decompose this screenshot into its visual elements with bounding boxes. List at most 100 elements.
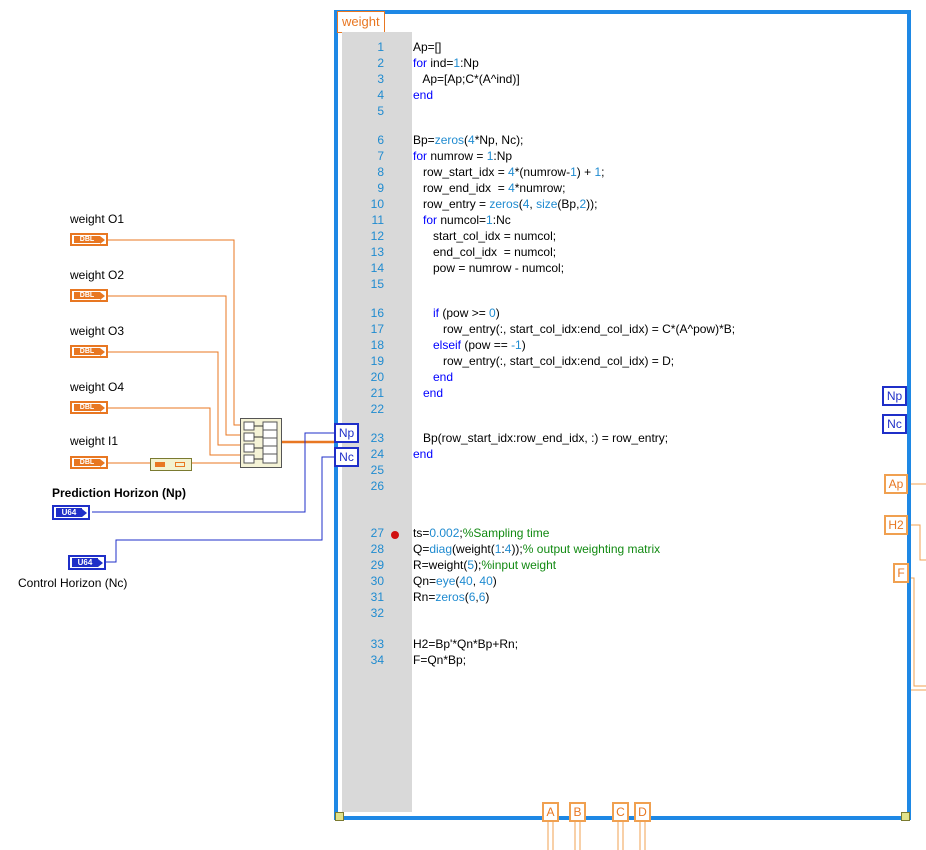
line-number: 13 [370,245,384,259]
output-np[interactable]: Np [882,386,907,406]
weight-o1-label: weight O1 [70,212,125,226]
code-line-28: Q=diag(weight(1:4));% output weighting m… [413,542,661,556]
line-number: 23 [370,431,384,445]
output-ap[interactable]: Ap [884,474,908,494]
weight-o4-control[interactable]: DBL [70,401,108,414]
code-line-2: for ind=1:Np [413,56,479,70]
line-number: 3 [377,72,384,86]
line-number: 12 [370,229,384,243]
input-np[interactable]: Np [334,423,359,443]
build-array-node[interactable] [240,418,282,468]
line-number: 22 [370,402,384,416]
wire-weight-o3 [108,351,240,446]
code-line-3: Ap=[Ap;C*(A^ind)] [413,72,520,86]
weight-o2-control[interactable]: DBL [70,289,108,302]
code-line-27: ts=0.002;%Sampling time [413,526,550,540]
code-line-13: end_col_idx = numcol; [413,245,557,259]
line-number: 18 [370,338,384,352]
code-line-33: H2=Bp'*Qn*Bp+Rn; [413,637,519,651]
line-number: 28 [370,542,384,556]
code-line-31: Rn=zeros(6,6) [413,590,490,604]
weight-o3-label: weight O3 [70,324,125,338]
build-array-icon [243,421,278,464]
output-f[interactable]: F [893,563,909,583]
output-nc[interactable]: Nc [882,414,907,434]
code-line-17: row_entry(:, start_col_idx:end_col_idx) … [413,322,736,336]
code-line-16: if (pow >= 0) [413,306,500,320]
line-number: 27 [370,526,384,540]
line-number: 10 [370,197,384,211]
wire-nc [106,456,334,563]
code-line-30: Qn=eye(40, 40) [413,574,497,588]
line-number: 20 [370,370,384,384]
code-line-9: row_end_idx = 4*numrow; [413,181,566,195]
code-line-1: Ap=[] [413,40,442,54]
corner-handle-bl[interactable] [335,812,344,821]
input-c[interactable]: C [612,802,629,822]
line-number: 2 [377,56,384,70]
output-h2[interactable]: H2 [884,515,908,535]
line-number: 14 [370,261,384,275]
line-number: 30 [370,574,384,588]
control-horizon-control[interactable]: U64 [68,555,106,570]
line-number: 7 [377,149,384,163]
line-number: 11 [371,213,384,227]
line-number: 29 [370,558,384,572]
input-d[interactable]: D [634,802,651,822]
wire-np [92,432,334,513]
line-number: 33 [370,637,384,651]
line-number: 32 [370,606,384,620]
line-number: 1 [377,40,384,54]
line-number: 21 [370,386,384,400]
line-number: 6 [377,133,384,147]
code-line-18: elseif (pow == -1) [413,338,526,352]
line-number: 19 [370,354,384,368]
breakpoint-icon[interactable] [391,531,399,539]
line-number-gutter [342,32,412,812]
line-number: 8 [377,165,384,179]
wire-weight-o1 [108,239,240,426]
node-title: weight [337,11,385,33]
mathscript-node[interactable] [334,10,911,820]
code-line-19: row_entry(:, start_col_idx:end_col_idx) … [413,354,675,368]
code-line-21: end [413,386,444,400]
line-number: 17 [370,322,384,336]
input-a[interactable]: A [542,802,559,822]
code-line-8: row_start_idx = 4*(numrow-1) + 1; [413,165,605,179]
weight-o1-control[interactable]: DBL [70,233,108,246]
line-number: 34 [370,653,384,667]
line-number: 4 [377,88,384,102]
code-line-7: for numrow = 1:Np [413,149,513,163]
line-number: 16 [370,306,384,320]
code-line-6: Bp=zeros(4*Np, Nc); [413,133,524,147]
code-line-11: for numcol=1:Nc [413,213,511,227]
code-line-29: R=weight(5);%input weight [413,558,557,572]
weight-o4-label: weight O4 [70,380,125,394]
line-number: 26 [370,479,384,493]
code-line-10: row_entry = zeros(4, size(Bp,2)); [413,197,598,211]
wire-weight-o2 [108,295,240,436]
code-line-34: F=Qn*Bp; [413,653,467,667]
code-line-14: pow = numrow - numcol; [413,261,565,275]
weight-i1-label: weight I1 [70,434,119,448]
weight-i1-control[interactable]: DBL [70,456,108,469]
weight-o2-label: weight O2 [70,268,125,282]
input-nc[interactable]: Nc [334,447,359,467]
code-line-4: end [413,88,434,102]
weight-o3-control[interactable]: DBL [70,345,108,358]
code-line-24: end [413,447,434,461]
line-number: 24 [370,447,384,461]
line-number: 9 [377,181,384,195]
line-number: 5 [377,104,384,118]
wire-weight-o4 [108,407,240,456]
input-b[interactable]: B [569,802,586,822]
code-line-12: start_col_idx = numcol; [413,229,557,243]
to-array-node[interactable] [150,458,192,471]
control-horizon-label: Control Horizon (Nc) [18,576,128,590]
code-line-23: Bp(row_start_idx:row_end_idx, :) = row_e… [413,431,669,445]
code-line-20: end [413,370,454,384]
prediction-horizon-label: Prediction Horizon (Np) [52,486,186,500]
corner-handle-br[interactable] [901,812,910,821]
prediction-horizon-control[interactable]: U64 [52,505,90,520]
line-number: 25 [370,463,384,477]
